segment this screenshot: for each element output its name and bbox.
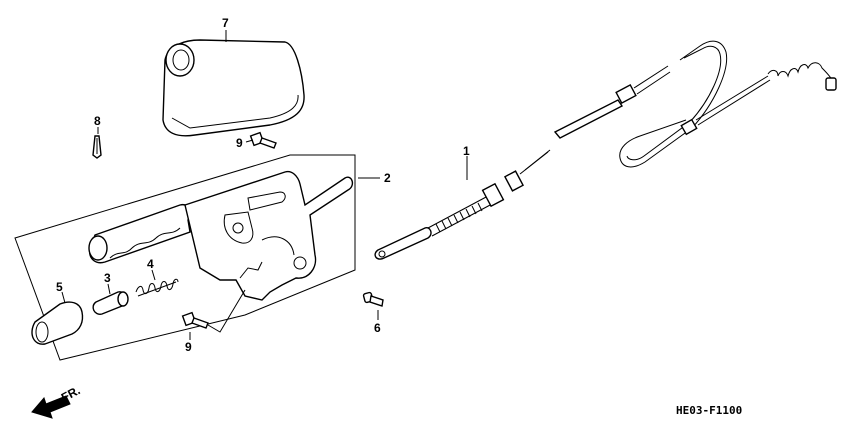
leader-4 <box>151 269 156 281</box>
assembly-outline <box>14 154 356 361</box>
callout-5: 5 <box>56 280 63 294</box>
part-8-pin[interactable] <box>92 135 102 159</box>
callout-7: 7 <box>222 16 229 30</box>
part-9-bolt-upper[interactable] <box>249 131 277 149</box>
callout-2: 2 <box>384 171 391 185</box>
part-7-grip-cover[interactable] <box>162 39 305 137</box>
callout-8: 8 <box>94 114 101 128</box>
callout-9-lower: 9 <box>185 340 192 354</box>
callout-3: 3 <box>104 271 111 285</box>
leader-9-upper <box>245 139 254 143</box>
callout-9-upper: 9 <box>236 136 243 150</box>
part-6-pin-bolt[interactable] <box>362 291 384 307</box>
part-1-brake-cable[interactable] <box>374 40 837 260</box>
diagram-code: HE03-F1100 <box>676 404 742 417</box>
leader-3 <box>107 283 111 295</box>
part-2-brake-lever[interactable] <box>88 170 354 301</box>
front-arrow-icon <box>31 395 71 419</box>
leader-5 <box>61 291 66 304</box>
part-4-spring[interactable] <box>135 278 179 297</box>
callout-6: 6 <box>374 321 381 335</box>
part-3-plunger[interactable] <box>92 291 129 315</box>
part-9-bolt-lower[interactable] <box>181 311 209 329</box>
callout-4: 4 <box>147 257 154 271</box>
leader-9-lower-to-lever <box>207 289 246 333</box>
callout-1: 1 <box>463 144 470 158</box>
part-5-knob[interactable] <box>31 301 84 345</box>
